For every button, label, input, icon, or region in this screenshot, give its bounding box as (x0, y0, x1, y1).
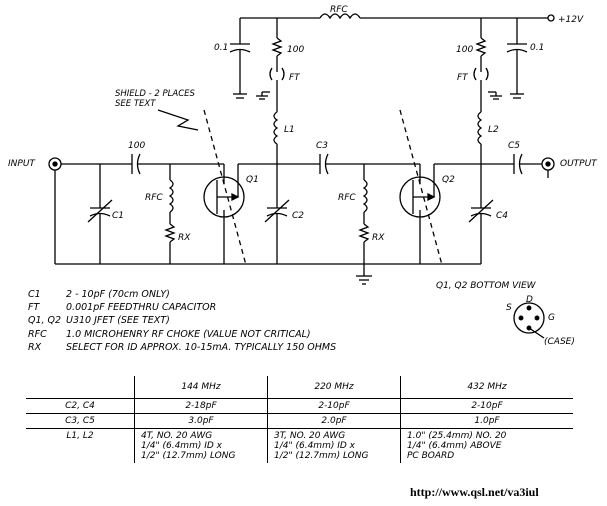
pin-d-label: D (526, 295, 533, 305)
l2-label: L2 (488, 125, 499, 135)
res-100-left-label: 100 (287, 45, 304, 55)
ft-right-label: FT (457, 73, 469, 83)
source-url: http://www.qsl.net/va3iul (410, 485, 539, 499)
pin-g-label: G (548, 313, 555, 323)
l2-inductor (477, 111, 483, 145)
l1-inductor (273, 111, 279, 145)
rfc-top-inductor (319, 13, 361, 20)
rx-mid-label: RX (372, 233, 385, 243)
case-label: (CASE) (544, 337, 575, 347)
rfc-mid-inductor (362, 179, 368, 213)
c2-label: C2 (292, 211, 304, 221)
l1-label: L1 (284, 125, 295, 135)
res-100-right (475, 37, 487, 57)
rfc-left-inductor (168, 179, 174, 213)
input-label: INPUT (8, 159, 36, 169)
component-table: 144 MHz 220 MHz 432 MHz C2, C4 2-18pF 2-… (26, 376, 573, 463)
bottom-view-case (513, 302, 545, 334)
q1-label: Q1 (246, 175, 259, 185)
table-row: L1, L2 4T, NO. 20 AWG 1/4" (6.4mm) ID x … (26, 428, 573, 463)
rx-mid-resistor (358, 223, 370, 243)
shield-label-2: SEE TEXT (115, 99, 156, 109)
cap-100-in-label: 100 (128, 141, 145, 151)
supply-terminal (547, 14, 555, 22)
pin-s-label: S (506, 303, 512, 313)
rx-left-resistor (164, 223, 176, 243)
cap-01-left-label: 0.1 (214, 43, 228, 53)
c3-label: C3 (316, 141, 328, 151)
q2-label: Q2 (442, 175, 455, 185)
ft-left-label: FT (289, 73, 301, 83)
rx-left-label: RX (178, 233, 191, 243)
c4-label: C4 (496, 211, 508, 221)
rfc-mid-label: RFC (338, 193, 356, 203)
table-row: C2, C4 2-18pF 2-10pF 2-10pF (26, 398, 573, 414)
rfc-left-label: RFC (145, 193, 163, 203)
output-label: OUTPUT (560, 159, 598, 169)
table-row: C3, C5 3.0pF 2.0pF 1.0pF (26, 413, 573, 429)
c5-label: C5 (508, 141, 520, 151)
cap-01-right-label: 0.1 (530, 43, 544, 53)
bottom-view-title: Q1, Q2 BOTTOM VIEW (436, 281, 536, 291)
shield-label-1: SHIELD - 2 PLACES (115, 89, 196, 99)
supply-label: +12V (558, 15, 584, 25)
res-100-right-label: 100 (456, 45, 473, 55)
res-100-left (271, 37, 283, 57)
table-header-row: 144 MHz 220 MHz 432 MHz (26, 376, 573, 399)
c1-label: C1 (112, 211, 124, 221)
rfc-top-label: RFC (330, 5, 348, 15)
